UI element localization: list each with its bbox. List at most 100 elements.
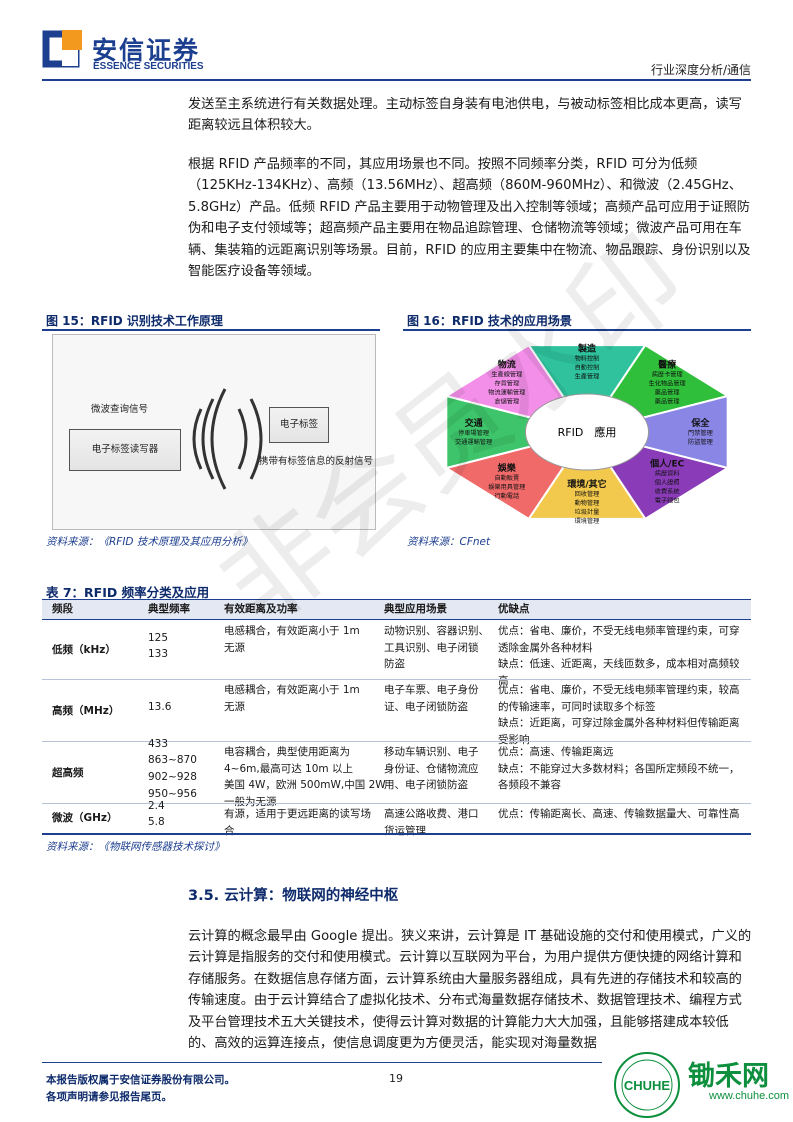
sector-item: 交通運輸管理 [455,438,492,446]
sector-item: 行動電話 [494,492,519,500]
reader-box: 电子标签读写器 [69,429,181,471]
cell-line: 证、电子闭锁防盗 [384,700,468,713]
figure-15-title: 图 15：RFID 识别技术工作原理 [46,314,223,328]
sector-item: 物料控制 [575,355,600,363]
figure-16-source: 资料来源：CFnet [407,536,491,548]
cell-line: 身份证、仓储物流应 [384,762,479,775]
cell-line: 移动车辆识别、电子 [384,746,479,758]
table-cell-pros: 优点：传输距离长、高速、传输数据量大、可靠性高 [498,806,748,823]
table-cell-band: 低频（kHz） [52,642,144,659]
figure-15-rule [42,329,380,331]
sector-item: 門禁管理 [688,429,713,437]
cell-line: 有源，适用于更远距离的读写场 [224,808,371,820]
table-cell-apps: 动物识别、容器识别、工具识别、电子闭锁防盗 [384,623,494,673]
table-7-title: 表 7：RFID 频率分类及应用 [46,585,210,600]
table-header-rule [42,619,751,620]
col-header-pros: 优缺点 [498,603,530,615]
table-header-row [42,600,751,619]
cell-line: 优点：省电、廉价，不受无线电频率管理约束，较高 [498,684,740,696]
logo-mark-icon [42,30,82,68]
sector-item: 生化物品管理 [649,380,686,388]
company-logo: 安信证券 ESSENCE SECURITIES [42,30,212,74]
sector-item: 電子錢包 [655,496,680,504]
brand-stamp-icon: CHUHE [614,1052,680,1118]
cell-line: 电感耦合，有效距离小于 1m [224,684,360,696]
report-category: 行业深度分析/通信 [650,63,751,77]
reflected-signal-label: 携带有标签信息的反射信号 [259,456,374,467]
sector-name: 交通 [465,417,483,429]
cell-line: 用、电子闭锁防盗 [384,779,468,792]
table-top-rule [42,599,751,601]
cell-line: 高速公路收费、港口 [384,808,479,820]
cell-line: 902~928 [148,770,197,783]
cell-line: 电子车票、电子身份 [384,684,479,696]
cell-line: 电容耦合，典型使用距离为 [224,746,350,758]
table-cell-pros: 优点：省电、廉价，不受无线电频率管理约束，较高的传输速率，可同时读取多个标签缺点… [498,682,748,748]
cell-line: 工具识别、电子闭锁 [384,641,479,654]
cell-line: 防盗 [384,658,405,671]
sector-name: 環境/其它 [567,478,606,490]
sector-item: 自動販賣 [494,474,519,482]
cell-line: 950~956 [148,787,197,800]
cell-line: 优点：传输距离长、高速、传输数据量大、可靠性高 [498,808,740,820]
rfid-application-wheel: 製造物料控制自動控制生產管理醫療病歷卡管理生化物品管理藥品管理藥品管理保全門禁管… [443,343,731,525]
sector-name: 製造 [577,343,597,355]
cell-line: 透除金属外各种材料 [498,641,593,654]
cell-line: 低频（kHz） [52,644,116,657]
cell-line: 美国 4W，欧洲 500mW,中国 2W [224,779,386,792]
page-number: 19 [389,1072,403,1085]
table-cell-freq: 13.6 [148,699,220,716]
cell-line: 133 [148,648,169,661]
sector-name: 娛樂 [497,462,517,474]
cell-line: 4~6m,最高可达 10m 以上 [224,762,353,775]
wheel-center [524,393,650,471]
cell-line: 微波（GHz） [52,812,118,825]
cell-line: 动物识别、容器识别、 [384,625,489,637]
sector-item: 環境管理 [575,517,600,525]
sector-item: 停車場管理 [458,429,489,437]
cell-line: 13.6 [148,700,172,713]
table-cell-pros: 优点：省电、廉价，不受无线电频率管理约束，可穿透除金属外各种材料缺点：低速、近距… [498,623,748,689]
cell-line: 缺点：低速、近距离，天线匝数多，成本相对高频较 [498,658,740,671]
col-header-apps: 典型应用场景 [384,603,447,615]
sector-item: 回收管理 [575,490,600,498]
section-title: 3.5. 云计算：物联网的神经中枢 [188,888,399,904]
col-header-band: 频段 [52,603,73,615]
sector-name: 個人/EC [649,457,684,469]
tag-box: 电子标签 [269,407,329,443]
sector-item: 藥品管理 [655,389,680,397]
table-cell-band: 微波（GHz） [52,810,144,827]
footer-disclaimer: 各项声明请参见报告尾页。 [46,1091,172,1103]
cell-line: 无源 [224,641,245,654]
wheel-center-label: RFID 應用 [558,425,617,439]
paragraph-3: 云计算的概念最早由 Google 提出。狭义来讲，云计算是 IT 基础设施的交付… [188,929,752,1052]
sector-item: 收費系統 [655,487,680,495]
footer-copyright: 本报告版权属于安信证券股份有限公司。 [46,1074,235,1086]
table-row-divider [42,679,751,680]
cell-line: 缺点：不能穿过大多数材料；各国所定频段不统一， [498,762,740,775]
cell-line: 433 [148,737,169,750]
cell-line: 优点：省电、廉价，不受无线电频率管理约束，可穿 [498,625,740,637]
figure-15-source: 资料来源：《RFID 技术原理及其应用分析》 [46,536,253,548]
cell-line: 125 [148,631,169,644]
sector-item: 病歷資料 [655,469,680,477]
cell-line: 高 [498,674,509,687]
figure-16-title: 图 16：RFID 技术的应用场景 [407,314,572,328]
sector-item: 倉儲管理 [494,398,519,406]
stamp-text: CHUHE [624,1078,671,1093]
brand-name[interactable]: 锄禾网 [688,1061,769,1092]
cell-line: 缺点：近距离，可穿过除金属外各种材料但传输距离 [498,717,740,730]
brand-url[interactable]: www.chuhe.com [709,1090,790,1102]
logo-cn-text: 安信证券 [92,36,201,65]
cell-line: 货运管理 [384,824,426,837]
sector-item: 動物管理 [575,499,600,507]
table-cell-range: 电容耦合，典型使用距离为 4~6m,最高可达 10m 以上美国 4W，欧洲 500… [224,744,386,810]
paragraph-2: 根据 RFID 产品频率的不同，其应用场景也不同。按照不同频率分类，RFID 可… [188,157,751,280]
table-cell-range: 有源，适用于更远距离的读写场合 [224,806,380,839]
sector-item: 藥品管理 [655,398,680,406]
sector-item: 存貨管理 [494,380,519,388]
sector-item: 垃圾計量 [575,508,600,516]
sector-item: 自動控制 [575,364,600,372]
footer-divider [42,1062,602,1063]
